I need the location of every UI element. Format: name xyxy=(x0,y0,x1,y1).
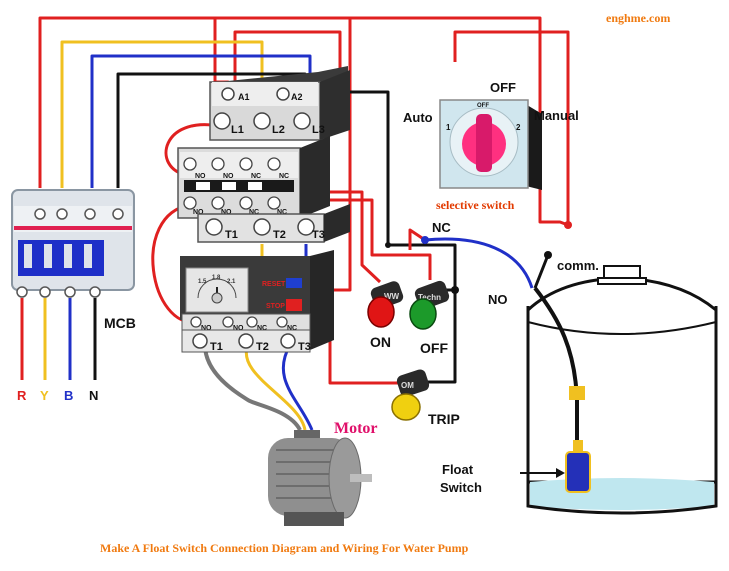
dial-mark-3: 2.1 xyxy=(227,279,236,285)
on-label: ON xyxy=(370,334,391,350)
ol-aux-nc-2: NC xyxy=(287,325,297,332)
overload-relay: 1.5 1.8 2.1 RESET STOP NO NO NC NC T1 T2… xyxy=(180,250,334,353)
phase-label-n: N xyxy=(89,388,98,403)
junction-dots xyxy=(385,221,572,294)
selector-switch: OFF 1 2 OFF Auto Manual selective switch xyxy=(403,80,579,212)
overload-dial[interactable] xyxy=(211,292,223,304)
ol-aux-nc-1: NC xyxy=(257,325,267,332)
selector-face-off: OFF xyxy=(477,103,489,109)
ol-aux-no-1: NO xyxy=(201,325,212,332)
off-button-body-text: Techn xyxy=(418,293,441,302)
float-label-2: Switch xyxy=(440,480,482,495)
wire-motor-yellow xyxy=(244,344,307,431)
aux-bottom-nc-2: NC xyxy=(277,209,287,216)
mcb-label: MCB xyxy=(104,315,136,331)
aux-bottom-no-1: NO xyxy=(193,209,204,216)
float-comm-label: comm. xyxy=(557,258,599,273)
selector-title: OFF xyxy=(490,80,516,95)
aux-top-nc-1: NC xyxy=(251,173,261,180)
selector-auto: Auto xyxy=(403,110,433,125)
ol-t2: T2 xyxy=(256,341,269,353)
float-nc-label: NC xyxy=(432,220,451,235)
motor: Motor xyxy=(268,420,378,526)
terminal-a2: A2 xyxy=(291,92,303,102)
dial-mark-2: 1.8 xyxy=(212,275,221,281)
terminal-l2: L2 xyxy=(272,124,285,136)
ol-aux-no-2: NO xyxy=(233,325,244,332)
wire-red-nc xyxy=(408,228,426,250)
ol-t1: T1 xyxy=(210,341,223,353)
trip-button[interactable] xyxy=(391,393,421,421)
selector-pos-1: 1 xyxy=(446,123,451,132)
contactor-t2: T2 xyxy=(273,229,286,241)
wire-motor-black xyxy=(203,344,302,432)
mcb: MCB R Y B N xyxy=(11,189,136,403)
selector-manual: Manual xyxy=(534,108,579,123)
contactor-t3: T3 xyxy=(312,229,325,241)
aux-top-no-1: NO xyxy=(195,173,206,180)
float-no-label: NO xyxy=(488,292,508,307)
float-switch[interactable] xyxy=(565,451,591,493)
float-label-1: Float xyxy=(442,462,474,477)
wire-black-comm xyxy=(533,254,550,289)
trip-button-group: OM TRIP xyxy=(391,369,460,427)
wire-red-a1 xyxy=(233,30,342,95)
stop-label: STOP xyxy=(266,303,285,310)
phase-label-r: R xyxy=(17,388,27,403)
on-button-group: WW ON xyxy=(367,281,404,350)
ol-t3: T3 xyxy=(298,341,311,353)
aux-top-nc-2: NC xyxy=(279,173,289,180)
stop-button[interactable] xyxy=(286,299,302,311)
wire-blue-no xyxy=(424,237,534,289)
wire-black-sel xyxy=(388,240,427,247)
reset-label: RESET xyxy=(262,281,286,288)
aux-top-no-2: NO xyxy=(223,173,234,180)
terminal-l1: L1 xyxy=(231,124,244,136)
on-button-body-text: WW xyxy=(384,292,400,301)
motor-label: Motor xyxy=(334,420,378,437)
reset-button[interactable] xyxy=(286,278,302,288)
contactor-t1: T1 xyxy=(225,229,238,241)
selector-pos-2: 2 xyxy=(516,123,521,132)
wire-red-top xyxy=(350,16,569,227)
aux-bottom-no-2: NO xyxy=(221,209,232,216)
on-button[interactable] xyxy=(367,296,395,328)
off-label: OFF xyxy=(420,340,448,356)
selector-caption: selective switch xyxy=(436,198,515,212)
wire-red-loop1 xyxy=(164,123,229,177)
mcb-screws-top xyxy=(34,208,124,220)
diagram-caption: Make A Float Switch Connection Diagram a… xyxy=(100,541,469,555)
terminal-l3: L3 xyxy=(312,124,325,136)
trip-button-body-text: OM xyxy=(401,381,414,390)
site-watermark: enghme.com xyxy=(606,11,670,25)
contactor: A1 A2 L1 L2 L3 NO NO NC NC NO NO NC NC xyxy=(177,66,350,258)
terminal-a1: A1 xyxy=(238,92,250,102)
wire-black-trip xyxy=(420,290,457,384)
mcb-screws-bottom xyxy=(16,286,101,298)
phase-label-y: Y xyxy=(40,388,49,403)
selector-knob[interactable] xyxy=(476,114,492,172)
dial-mark-1: 1.5 xyxy=(198,279,207,285)
water-tank: Float Switch xyxy=(440,265,718,515)
aux-bottom-nc-1: NC xyxy=(249,209,259,216)
phase-label-b: B xyxy=(64,388,73,403)
off-button-group: Techn OFF xyxy=(409,280,450,356)
wire-motor-blue xyxy=(281,344,314,431)
off-button[interactable] xyxy=(409,298,437,330)
wire-red-selector xyxy=(453,30,570,225)
trip-label: TRIP xyxy=(428,411,460,427)
